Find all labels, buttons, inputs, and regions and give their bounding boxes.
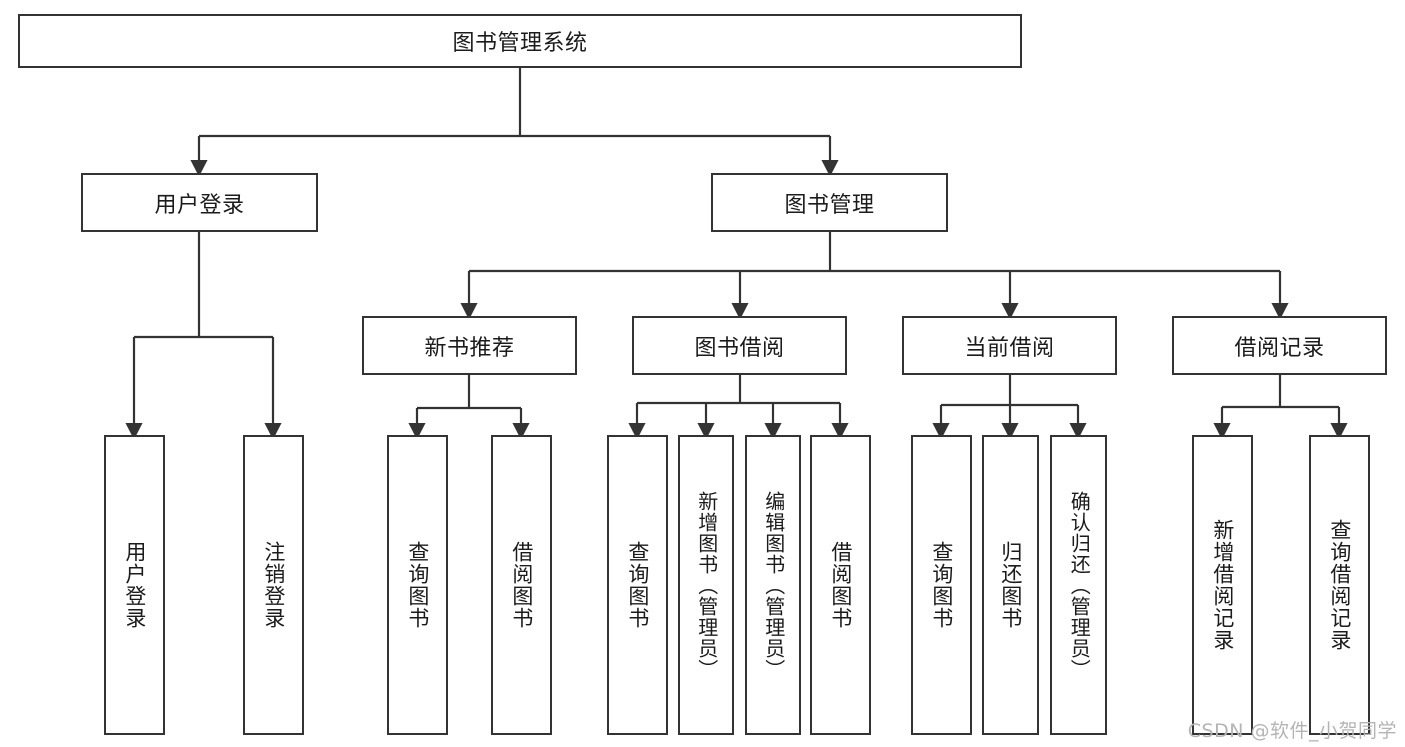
node-new-book-recommend[interactable]: 新书推荐 — [362, 316, 577, 375]
node-leaf-user-login[interactable]: 用户登录 — [104, 435, 165, 735]
node-book-management[interactable]: 图书管理 — [711, 173, 948, 232]
node-leaf-borrow-lend-book-label: 借阅图书 — [828, 541, 853, 629]
node-root-system-label: 图书管理系统 — [452, 31, 588, 56]
node-leaf-newbook-query-book-label: 查询图书 — [405, 541, 430, 629]
node-leaf-records-add-label: 新增借阅记录 — [1210, 519, 1235, 651]
node-book-borrow-label: 图书借阅 — [694, 335, 785, 361]
node-leaf-current-return-book[interactable]: 归还图书 — [982, 435, 1039, 735]
node-leaf-records-query-label: 查询借阅记录 — [1327, 519, 1352, 651]
node-leaf-current-confirm-return-label: 确认归还（管理员） — [1067, 490, 1092, 680]
node-leaf-logout-label: 注销登录 — [261, 541, 286, 629]
node-leaf-borrow-add-book[interactable]: 新增图书（管理员） — [678, 435, 734, 735]
node-leaf-current-confirm-return[interactable]: 确认归还（管理员） — [1050, 435, 1107, 735]
node-user-login-label: 用户登录 — [154, 192, 245, 218]
csdn-watermark: CSDN @软件_小贺同学 — [1187, 720, 1397, 742]
node-leaf-borrow-query-book[interactable]: 查询图书 — [607, 435, 668, 735]
node-leaf-borrow-add-book-label: 新增图书（管理员） — [694, 490, 719, 680]
node-leaf-borrow-query-book-label: 查询图书 — [625, 541, 650, 629]
node-borrow-records[interactable]: 借阅记录 — [1172, 316, 1387, 375]
node-user-login[interactable]: 用户登录 — [81, 173, 318, 232]
node-leaf-records-add[interactable]: 新增借阅记录 — [1192, 435, 1253, 735]
node-current-borrow-label: 当前借阅 — [964, 335, 1055, 361]
node-leaf-user-login-label: 用户登录 — [122, 541, 147, 629]
node-book-borrow[interactable]: 图书借阅 — [632, 316, 847, 375]
node-root-system[interactable]: 图书管理系统 — [18, 14, 1022, 68]
node-current-borrow[interactable]: 当前借阅 — [902, 316, 1117, 375]
node-leaf-borrow-edit-book-label: 编辑图书（管理员） — [761, 490, 786, 680]
node-borrow-records-label: 借阅记录 — [1234, 335, 1325, 361]
node-book-management-label: 图书管理 — [784, 192, 875, 218]
node-new-book-recommend-label: 新书推荐 — [424, 335, 515, 361]
node-leaf-current-query-book-label: 查询图书 — [929, 541, 954, 629]
node-leaf-newbook-borrow-book[interactable]: 借阅图书 — [491, 435, 552, 735]
node-leaf-logout[interactable]: 注销登录 — [243, 435, 304, 735]
node-leaf-borrow-lend-book[interactable]: 借阅图书 — [810, 435, 871, 735]
node-leaf-current-query-book[interactable]: 查询图书 — [911, 435, 972, 735]
node-leaf-records-query[interactable]: 查询借阅记录 — [1309, 435, 1370, 735]
node-leaf-newbook-borrow-book-label: 借阅图书 — [509, 541, 534, 629]
node-leaf-current-return-book-label: 归还图书 — [998, 541, 1023, 629]
node-leaf-borrow-edit-book[interactable]: 编辑图书（管理员） — [745, 435, 801, 735]
node-leaf-newbook-query-book[interactable]: 查询图书 — [387, 435, 448, 735]
